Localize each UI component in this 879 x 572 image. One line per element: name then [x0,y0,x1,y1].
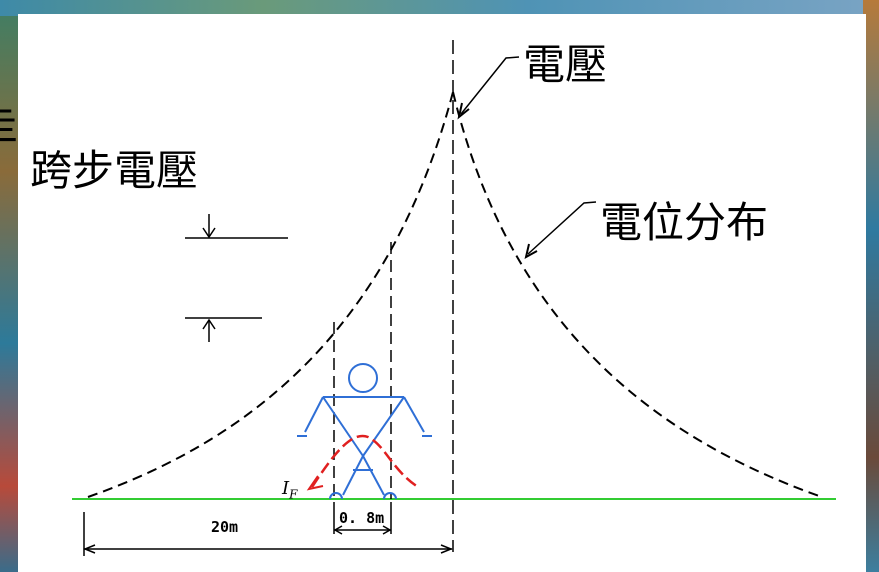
distance-08m-label: 0. 8m [339,509,385,527]
person-figure [297,363,432,500]
fault-current-subscript: F [289,487,298,502]
potential-curve-right [452,91,823,498]
potential-distribution-label: 電位分布 [600,198,769,247]
voltage-leader-line [460,56,520,115]
fault-current-symbol: I [282,478,290,499]
fault-current-path [310,434,419,489]
potential-curve-left [87,91,454,498]
edge-label-fragment: 圭 [0,104,18,146]
diagram-panel [18,14,866,572]
background-right-decoration [863,0,879,572]
step-voltage-label: 跨步電壓 [30,146,199,195]
distribution-leader-line [527,201,597,255]
fault-current-label: IF [282,478,297,502]
background-top-decoration [0,0,879,16]
fault-current-arrow [306,475,324,491]
distance-20m-label: 20m [211,518,239,536]
voltage-label: 電壓 [523,40,608,89]
